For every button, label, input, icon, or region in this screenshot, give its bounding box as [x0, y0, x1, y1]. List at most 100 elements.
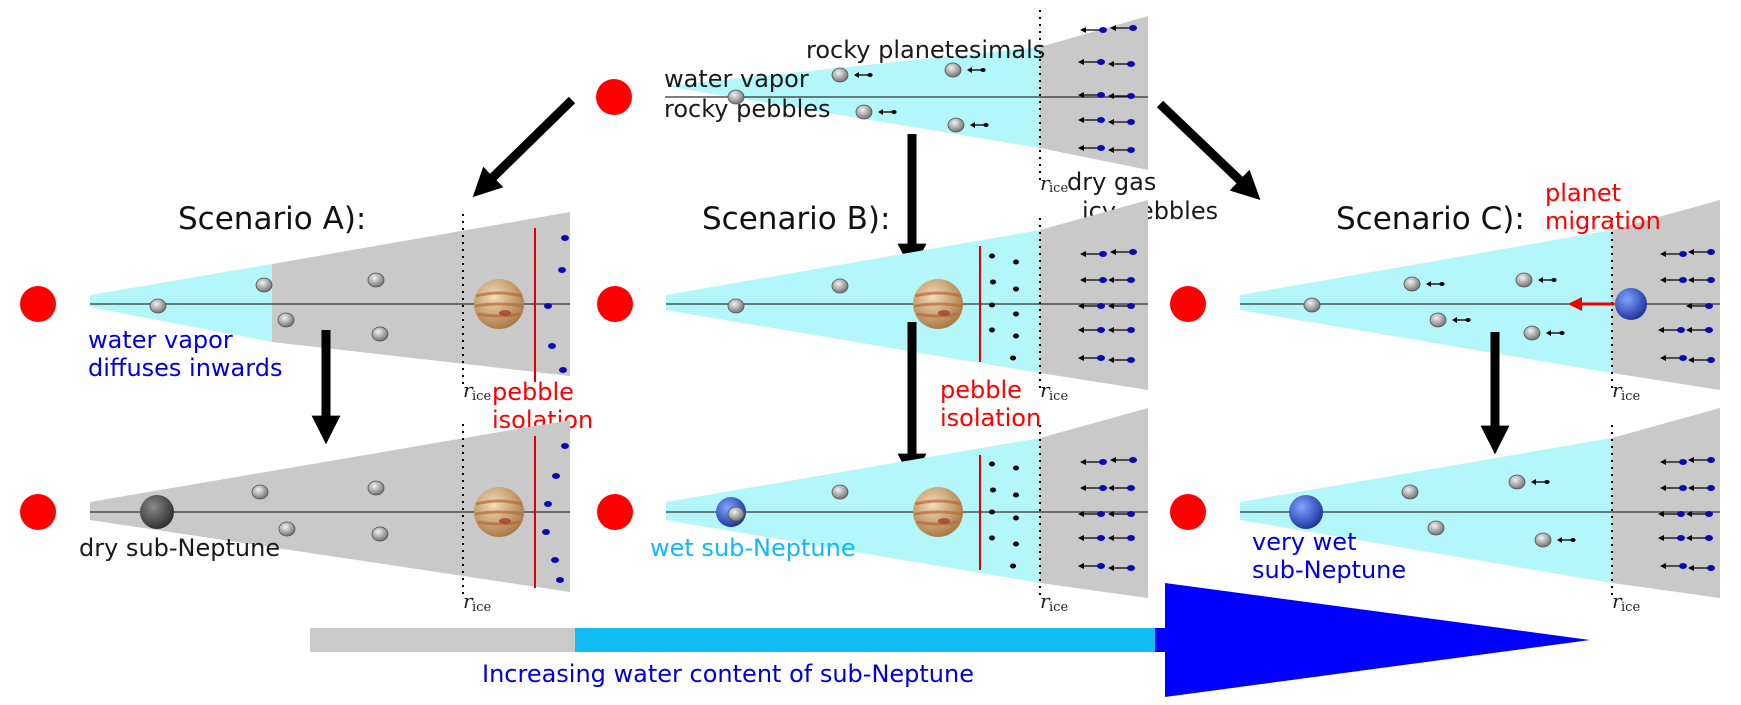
star — [20, 494, 56, 530]
jupiter-icon — [474, 487, 524, 537]
svg-text:r: r — [463, 589, 474, 613]
icy-pebble-icon — [1080, 459, 1107, 465]
rocky-pebble-icon — [1523, 325, 1541, 341]
note-vapor-line2: diffuses inwards — [88, 354, 282, 382]
dry-pebble-icon — [990, 487, 996, 493]
very-wet-sub-neptune-icon — [1289, 495, 1323, 529]
rocky-pebble-icon — [255, 277, 273, 293]
icy-pebble-icon — [542, 529, 550, 535]
icy-pebble-icon — [1660, 277, 1687, 283]
icy-pebble-icon — [1108, 511, 1135, 517]
rocky-pebble-icon — [1303, 297, 1321, 313]
star — [20, 286, 56, 322]
note-planet-migration-line1: planet — [1545, 179, 1621, 207]
rocky-pebble-icon — [944, 62, 962, 78]
icy-pebble-icon — [1688, 485, 1715, 491]
icy-pebble-icon — [561, 443, 569, 449]
ice-line-label: r ice — [463, 378, 491, 404]
dry-pebble-icon — [989, 509, 995, 515]
dry-pebble-icon — [1010, 355, 1016, 361]
rocky-pebble-icon — [1534, 532, 1552, 548]
icy-pebble-icon — [1080, 485, 1107, 491]
icy-pebble-icon — [1078, 59, 1105, 65]
scenario-c-title: Scenario C): — [1336, 201, 1525, 237]
rocky-pebble-icon — [855, 104, 873, 120]
icy-pebble-icon — [544, 501, 552, 507]
rocky-pebble-icon — [1403, 276, 1421, 292]
icy-pebble-icon — [1660, 485, 1687, 491]
drift-arrow-icon — [970, 122, 989, 128]
rocky-pebble-icon — [727, 506, 745, 522]
icy-pebble-icon — [544, 303, 552, 309]
star — [597, 286, 633, 322]
branch-arrows — [472, 96, 1261, 273]
scenario-c-upper-disk: r ice planet migration — [1170, 179, 1720, 404]
dry-pebble-icon — [989, 302, 995, 308]
svg-text:ice: ice — [1621, 389, 1640, 404]
rocky-pebbles-group — [727, 62, 989, 133]
icy-pebble-icon — [1080, 251, 1107, 257]
scenario-a-title: Scenario A): — [178, 201, 366, 237]
jupiter-icon — [913, 487, 963, 537]
icy-pebble-icon — [1108, 147, 1135, 153]
label-rocky-planetesimals: rocky planetesimals — [806, 36, 1045, 64]
icy-pebble-icon — [1108, 61, 1135, 67]
icy-pebble-icon — [1110, 457, 1137, 463]
initial-disk: rocky planetesimals water vapor rocky pe… — [596, 10, 1218, 225]
dry-pebble-icon — [989, 535, 995, 541]
icy-pebble-icon — [1658, 511, 1685, 517]
dry-pebble-icon — [1013, 286, 1019, 292]
dry-pebble-icon — [989, 327, 995, 333]
icy-pebble-icon — [1108, 565, 1135, 571]
scenario-a-upper-disk: r ice water vapor diffuses inwards pebbl… — [20, 212, 593, 434]
rocky-pebble-icon — [371, 326, 389, 342]
rocky-pebbles-group — [727, 484, 849, 522]
icy-pebble-icon — [1688, 457, 1715, 463]
rocky-pebble-icon — [831, 484, 849, 500]
rocky-pebble-icon — [1401, 484, 1419, 500]
icy-pebble-icon — [1078, 511, 1105, 517]
svg-text:ice: ice — [1049, 181, 1068, 196]
dry-pebble-icon — [1010, 563, 1016, 569]
drift-arrow-icon — [854, 72, 873, 78]
rocky-pebble-icon — [727, 298, 745, 314]
icy-pebble-icon — [1078, 563, 1105, 569]
icy-pebble-icon — [1078, 145, 1105, 151]
ice-line-label: r ice — [463, 589, 491, 615]
result-dry-sub-neptune: dry sub-Neptune — [79, 534, 280, 562]
rocky-pebble-icon — [1508, 474, 1526, 490]
icy-pebble-icon — [1108, 327, 1135, 333]
star — [1170, 494, 1206, 530]
rocky-pebble-icon — [1515, 272, 1533, 288]
label-dry-gas: dry gas — [1067, 168, 1156, 196]
icy-pebble-icon — [1686, 327, 1713, 333]
rocky-pebble-icon — [831, 67, 849, 83]
icy-pebble-icon — [1658, 327, 1685, 333]
icy-pebble-icon — [1108, 277, 1135, 283]
star — [1170, 286, 1206, 322]
icy-pebble-icon — [1686, 511, 1713, 517]
water-content-bar: Increasing water content of sub-Neptune — [310, 583, 1590, 697]
svg-text:r: r — [1040, 171, 1051, 195]
dry-pebbles-group — [989, 253, 1019, 361]
rocky-pebble-icon — [947, 117, 965, 133]
icy-pebbles-group — [542, 443, 569, 583]
rocky-pebbles-group — [1401, 474, 1576, 548]
ice-line-label: r ice — [1612, 378, 1640, 404]
rocky-pebble-icon — [1427, 520, 1445, 536]
drift-arrow-icon — [878, 109, 897, 115]
icy-pebble-icon — [1078, 535, 1105, 541]
svg-text:r: r — [1612, 589, 1623, 613]
drift-arrow-icon — [1546, 330, 1565, 336]
icy-pebble-icon — [1110, 25, 1137, 31]
drift-arrow-icon — [1531, 479, 1550, 485]
ice-line-label: r ice — [1612, 589, 1640, 615]
big-blue-arrowhead — [1165, 583, 1590, 697]
svg-text:ice: ice — [472, 600, 491, 615]
ice-line-label: r ice — [1040, 589, 1068, 615]
icy-pebble-icon — [556, 577, 564, 583]
svg-text:r: r — [1040, 378, 1051, 402]
icy-pebble-icon — [548, 343, 556, 349]
star — [597, 494, 633, 530]
